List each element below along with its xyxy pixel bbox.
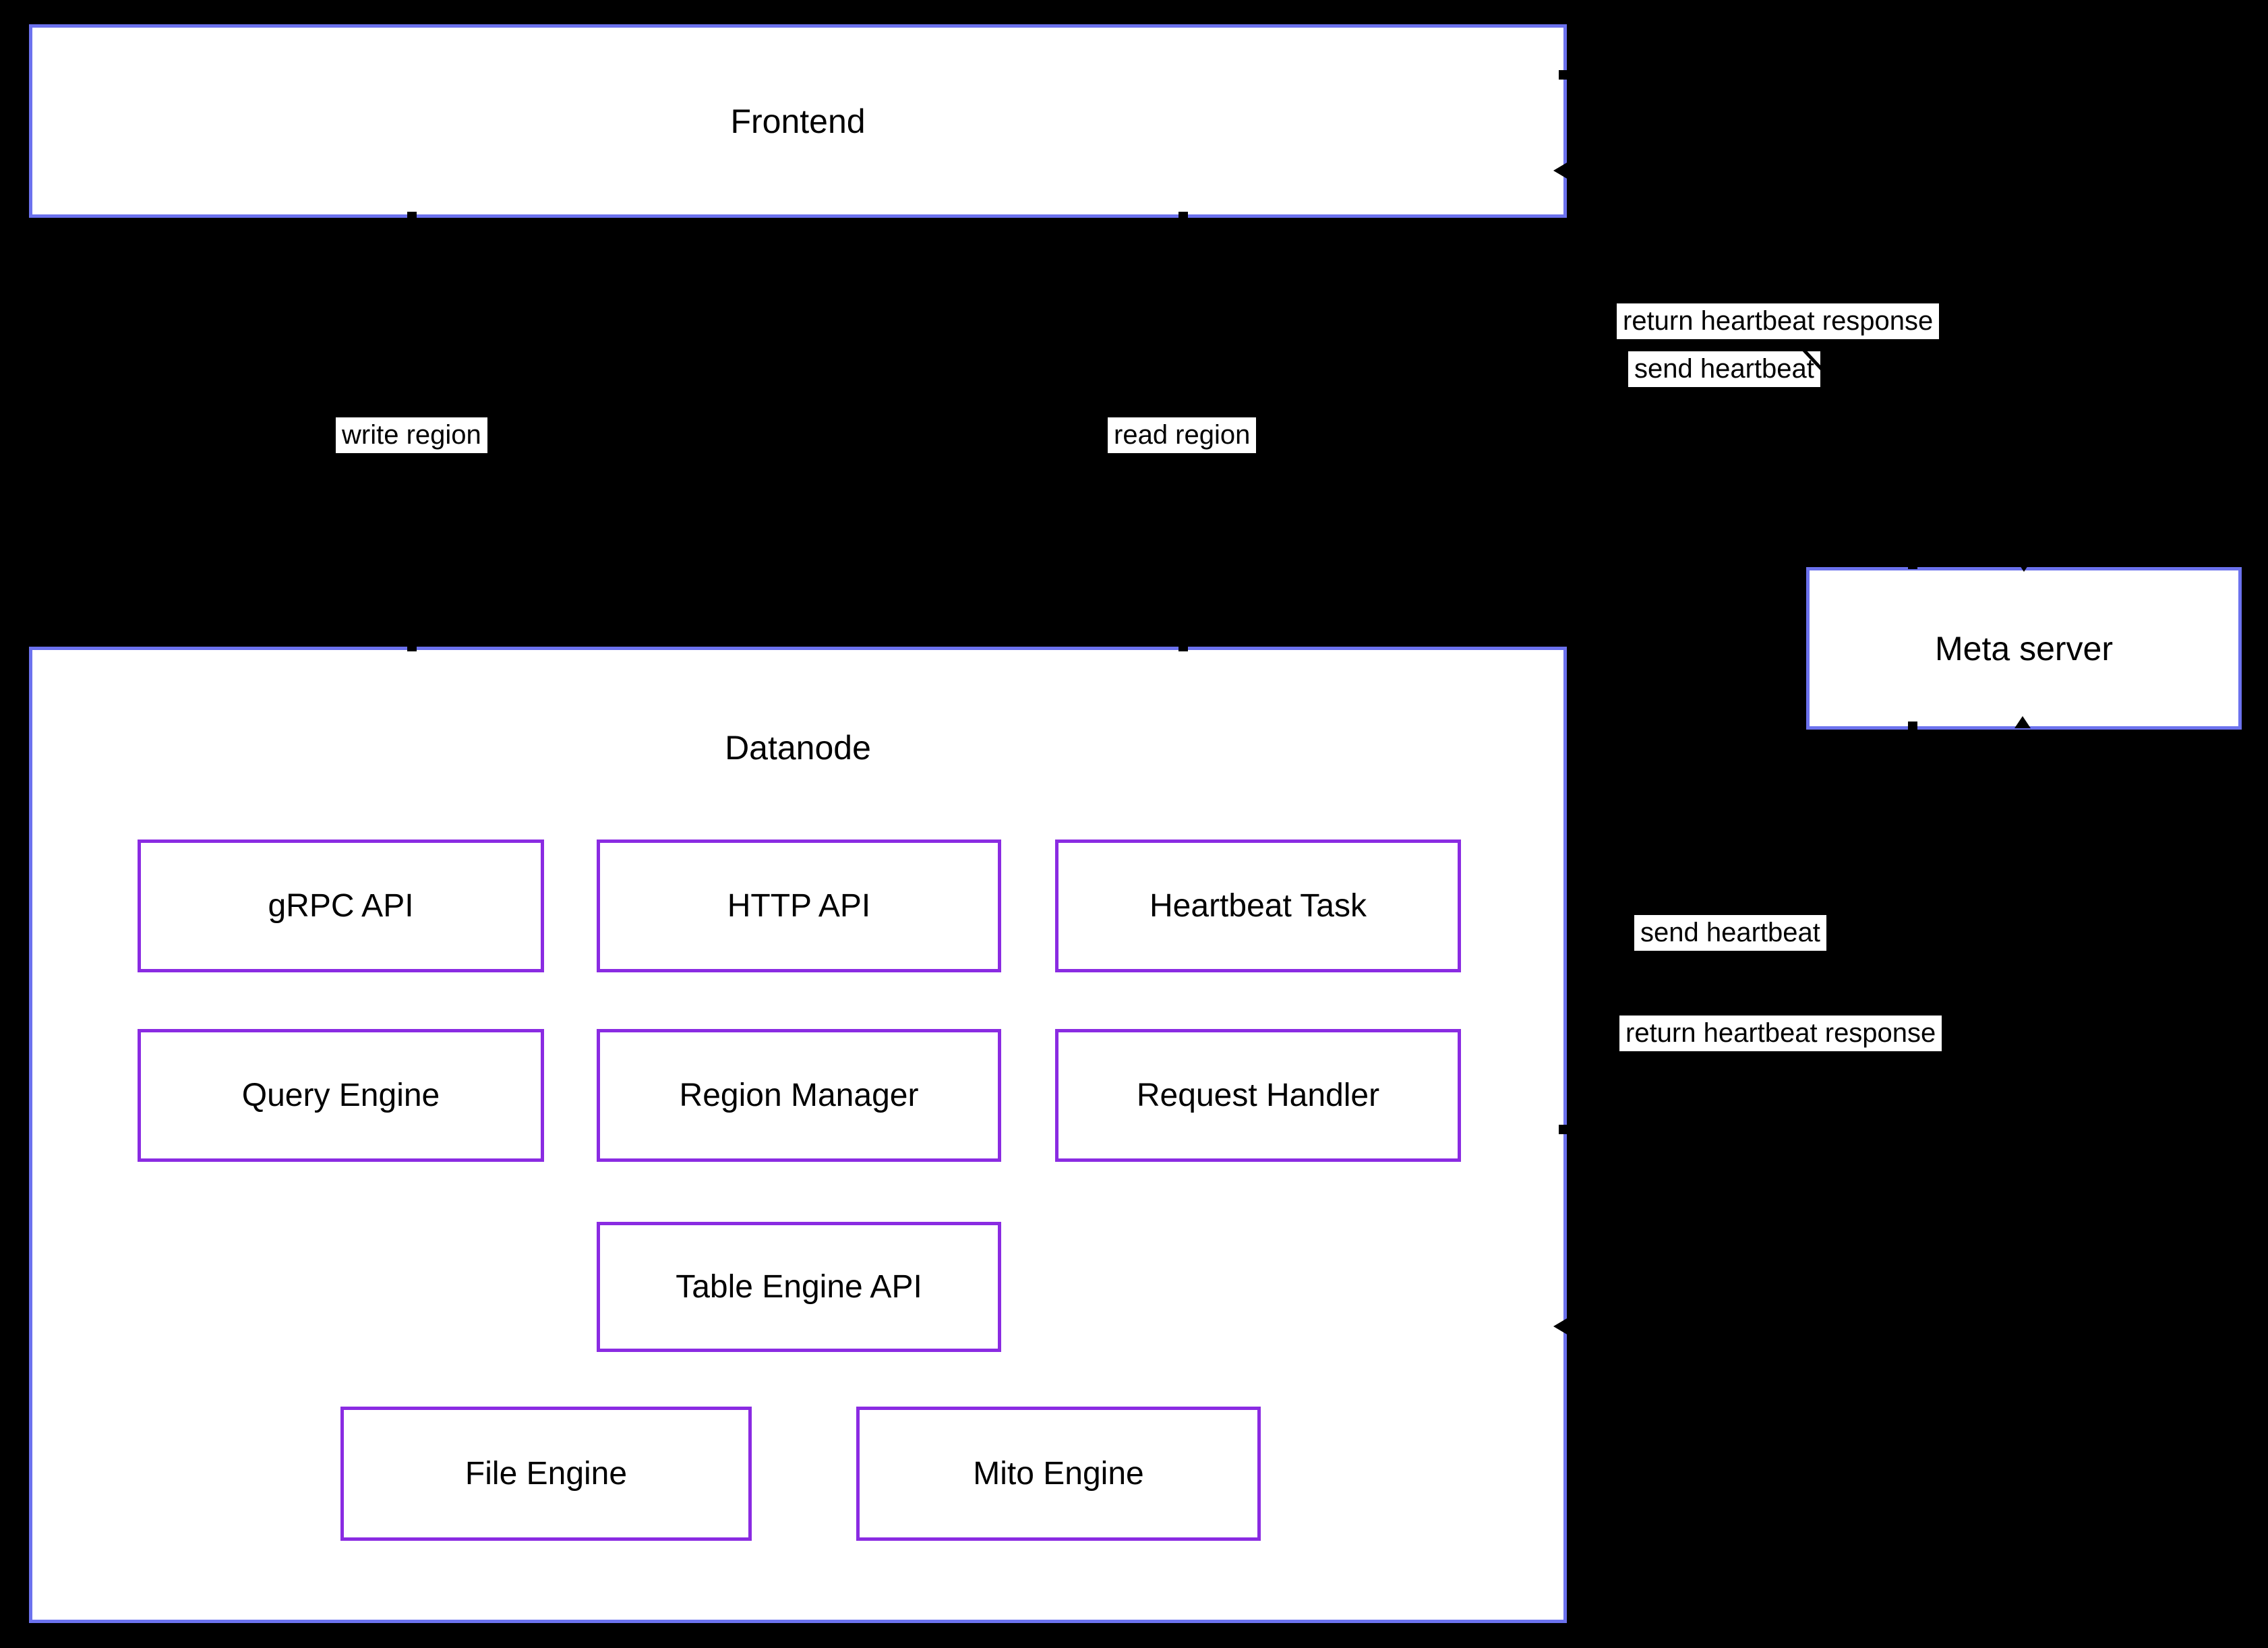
arrow-stub-frontend-bottom-read <box>1178 212 1188 220</box>
heartbeat-task-label: Heartbeat Task <box>1150 887 1367 924</box>
grpc-api-box: gRPC API <box>138 840 544 972</box>
arrowhead-datanode-top-write-icon <box>407 643 417 651</box>
frontend-node: Frontend <box>29 24 1567 218</box>
mito-engine-label: Mito Engine <box>973 1455 1144 1492</box>
datanode-label: Datanode <box>725 729 871 767</box>
region-manager-label: Region Manager <box>679 1077 919 1113</box>
http-api-box: HTTP API <box>597 840 1001 972</box>
arrowhead-into-datanode-icon <box>1553 1318 1568 1335</box>
edge-label-write-region: write region <box>336 417 487 453</box>
file-engine-box: File Engine <box>340 1407 752 1541</box>
edge-label-return-heartbeat-response-top: return heartbeat response <box>1617 303 1940 339</box>
query-engine-box: Query Engine <box>138 1029 544 1162</box>
http-api-label: HTTP API <box>727 887 871 924</box>
request-handler-label: Request Handler <box>1136 1077 1380 1113</box>
mito-engine-box: Mito Engine <box>856 1407 1261 1541</box>
frontend-label: Frontend <box>730 102 866 140</box>
send-heartbeat-top-text: send heartbeat <box>1634 354 1814 384</box>
edge-label-read-region: read region <box>1108 417 1257 453</box>
grpc-api-label: gRPC API <box>268 887 414 924</box>
edge-label-return-heartbeat-response-mid: return heartbeat response <box>1619 1016 1942 1051</box>
arrowhead-datanode-top-read-icon <box>1178 643 1188 651</box>
arrow-stub-meta-bottom <box>1908 722 1917 730</box>
region-manager-box: Region Manager <box>597 1029 1001 1162</box>
meta-server-node: Meta server <box>1806 567 2242 730</box>
arrow-stub-meta-top <box>1908 561 1917 569</box>
table-engine-api-box: Table Engine API <box>597 1222 1001 1352</box>
arrowhead-into-meta-top-icon <box>2016 560 2032 572</box>
request-handler-box: Request Handler <box>1055 1029 1461 1162</box>
edge-label-send-heartbeat-top: send heartbeat <box>1628 343 1826 387</box>
table-engine-api-label: Table Engine API <box>676 1268 922 1305</box>
arrowhead-into-frontend-icon <box>1553 162 1568 179</box>
arrow-stub-frontend-bottom-write <box>407 212 417 220</box>
meta-server-label: Meta server <box>1935 629 2113 668</box>
heartbeat-task-box: Heartbeat Task <box>1055 840 1461 972</box>
datanode-node: Datanode gRPC API HTTP API Heartbeat Tas… <box>29 647 1567 1623</box>
arrowhead-into-meta-bottom-icon <box>2015 716 2031 728</box>
arrow-stub-datanode-right <box>1559 1125 1567 1134</box>
arrow-stub-frontend-right <box>1559 70 1567 80</box>
file-engine-label: File Engine <box>465 1455 628 1492</box>
edge-label-send-heartbeat-mid: send heartbeat <box>1634 915 1826 951</box>
query-engine-label: Query Engine <box>241 1077 440 1113</box>
